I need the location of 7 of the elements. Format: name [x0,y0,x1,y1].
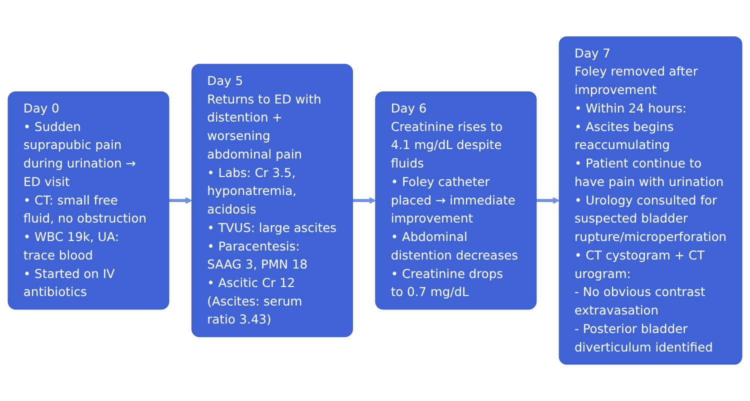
node-box: Day 6 Creatinine rises to 4.1 mg/dL despite fluids • Foley catheter placed → immediate improvement • Abdominal distention decreases • Creatinine drops to 0.7 mg/dL [375,91,537,310]
arrow [352,197,376,204]
node-box: Day 5 Returns to ED with distention + worsening abdominal pain • Labs: Cr 3.5, hyponatremia, acidosis • TVUS: large ascites • Paracentesis: SAAG 3, PMN 18 • Ascitic Cr 12 (Ascites: serum ratio 3.43) [191,64,353,338]
arrow [536,197,560,204]
node-box: Day 7 Foley removed after improvement • Within 24 hours: • Ascites begins reaccumulating • Patient continue to have pain with urination • Urology consulted for suspected bladder rupture/microperforation • CT cystogram + CT urogram: - No obvious contrast extravasation - Posterior bladder diverticulum identified [558,36,742,365]
arrow [168,197,192,204]
node-box: Day 0 • Sudden suprapubic pain during urination → ED visit • CT: small free fluid, no obstruction • WBC 19k, UA: trace blood • Started on IV antibiotics [8,91,170,310]
